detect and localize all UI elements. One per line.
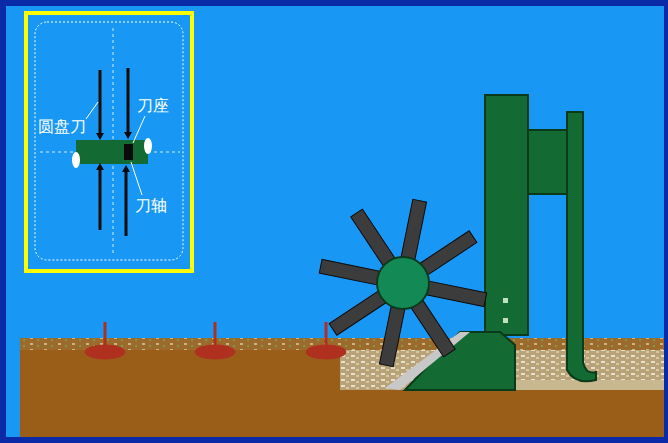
blade-seat-label: 刀座 bbox=[137, 97, 169, 115]
rotor-blade bbox=[423, 281, 487, 307]
rotor-blade bbox=[319, 259, 383, 285]
rotor-blade bbox=[401, 199, 427, 263]
rotor-blade bbox=[379, 303, 405, 367]
disc-blade-label: 圆盘刀 bbox=[38, 118, 86, 136]
blade-shaft-label: 刀轴 bbox=[135, 197, 167, 215]
